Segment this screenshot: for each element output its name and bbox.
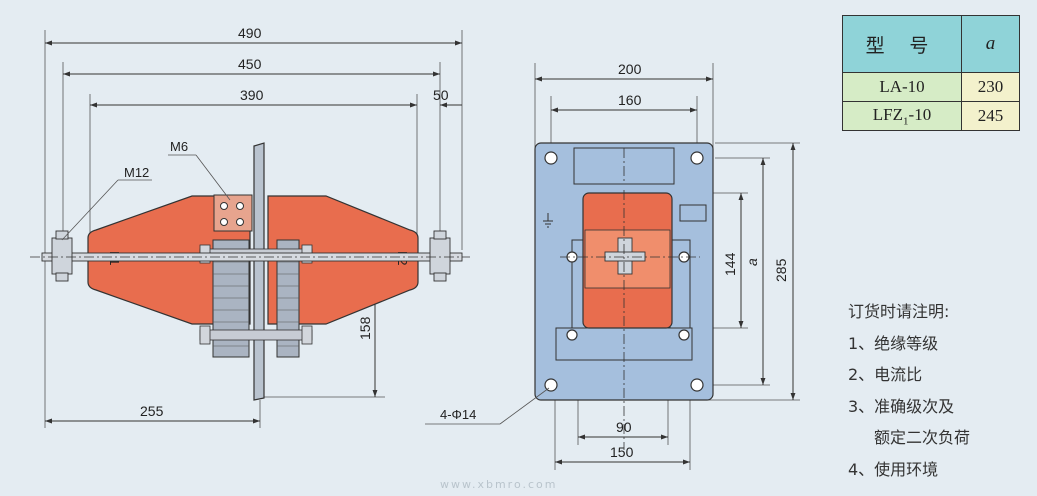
label-m6: M6 (170, 139, 188, 154)
row-model: LA-10 (842, 72, 962, 102)
watermark: www.xbmro.com (440, 478, 558, 491)
model-main: LFZ (872, 104, 904, 124)
model-sub: 1 (903, 115, 909, 128)
mounting-holes (544, 151, 704, 392)
row-a-value: 230 (961, 72, 1020, 102)
terminal-bolt-left (51, 230, 73, 282)
row-a-value: 245 (961, 101, 1020, 131)
header-a: a (961, 15, 1020, 73)
front-view: 200 160 285 a 144 90 150 (425, 61, 800, 470)
spec-table: 型 号 a LA-10 230 LFZ1-10 245 (842, 15, 1020, 131)
dim-150: 150 (610, 444, 634, 460)
dim-158: 158 (357, 316, 373, 340)
list-item: 1、绝缘等级 (848, 333, 939, 353)
table-row: LFZ1-10 245 (842, 101, 1020, 131)
dim-285: 285 (773, 258, 789, 282)
dim-255: 255 (140, 403, 164, 419)
dim-490: 490 (238, 25, 262, 41)
list-item: 4、使用环境 (848, 459, 939, 479)
order-notes: 订货时请注明: 1、绝缘等级 2、电流比 3、准确级次及 额定二次负荷 4、使用… (848, 296, 970, 485)
header-model: 型 号 (842, 15, 962, 73)
list-item: 2、电流比 (848, 365, 923, 384)
core-stack-right (276, 239, 300, 358)
dim-50: 50 (433, 87, 449, 103)
transformer-drawing: 490 450 390 50 255 158 L1 L2 (30, 25, 800, 470)
label-holes: 4-Φ14 (440, 407, 476, 422)
model-tail: -10 (908, 104, 932, 124)
dim-200: 200 (618, 61, 642, 77)
list-item: 3、准确级次及 (848, 396, 955, 416)
row-model: LFZ1-10 (842, 101, 962, 131)
terminal-bolt-right (429, 230, 451, 282)
order-notes-title: 订货时请注明: (848, 302, 950, 321)
label-m12: M12 (124, 165, 149, 180)
dim-144: 144 (722, 252, 738, 276)
mounting-plate (253, 142, 265, 401)
list-item: 额定二次负荷 (874, 428, 971, 447)
spec-table-header: 型 号 a (842, 15, 1020, 73)
dim-450: 450 (238, 56, 262, 72)
side-view: 490 450 390 50 255 158 L1 L2 (30, 25, 470, 428)
table-row: LA-10 230 (842, 72, 1020, 102)
dim-a: a (744, 258, 760, 266)
dim-160: 160 (618, 92, 642, 108)
dim-390: 390 (240, 87, 264, 103)
ground-symbol-icon (543, 213, 553, 228)
secondary-terminal-block (213, 194, 253, 232)
